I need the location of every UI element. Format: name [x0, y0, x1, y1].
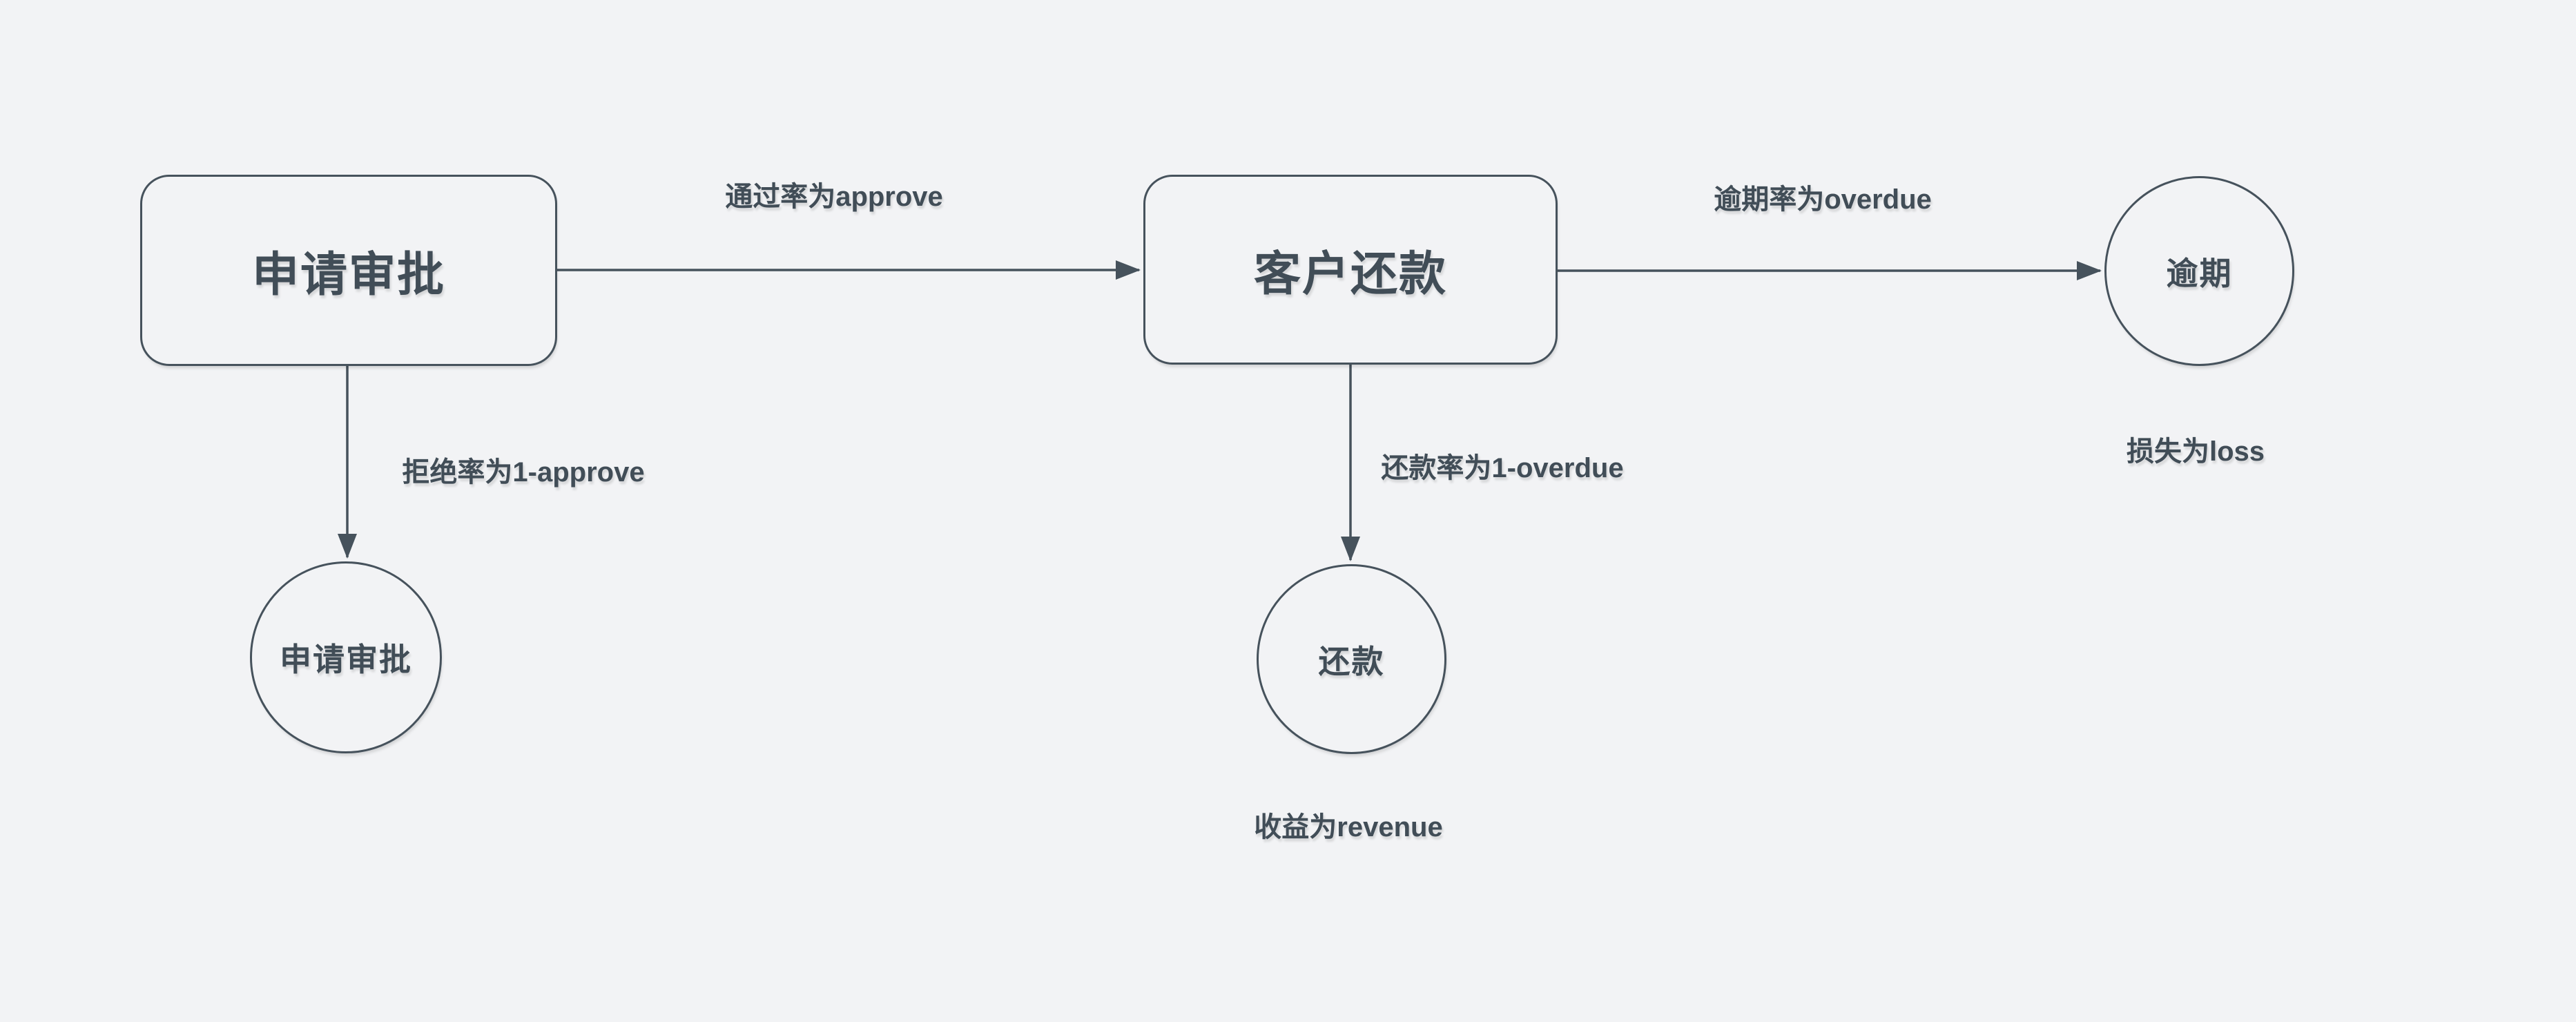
node-repaid-circle-label: 还款	[1318, 643, 1385, 679]
annotation-loss[interactable]: 损失为loss	[2126, 436, 2265, 467]
node-approval-box[interactable]: 申请审批	[140, 175, 557, 366]
node-repaid-circle[interactable]: 还款	[1257, 564, 1446, 754]
edge-label-approve[interactable]: 通过率为approve	[725, 182, 943, 212]
node-repayment-box[interactable]: 客户还款	[1143, 175, 1558, 365]
node-rejected-circle[interactable]: 申请审批	[250, 561, 442, 753]
annotation-revenue[interactable]: 收益为revenue	[1254, 812, 1443, 842]
edge-label-repay[interactable]: 还款率为1-overdue	[1381, 453, 1624, 483]
node-rejected-circle-label: 申请审批	[280, 642, 412, 677]
node-overdue-circle-label: 逾期	[2166, 255, 2233, 291]
node-overdue-circle[interactable]: 逾期	[2104, 176, 2294, 366]
node-repayment-box-label: 客户还款	[1253, 248, 1447, 300]
node-approval-box-label: 申请审批	[251, 249, 445, 301]
edge-label-reject[interactable]: 拒绝率为1-approve	[402, 457, 645, 488]
edge-label-overdue[interactable]: 逾期率为overdue	[1714, 184, 1932, 215]
